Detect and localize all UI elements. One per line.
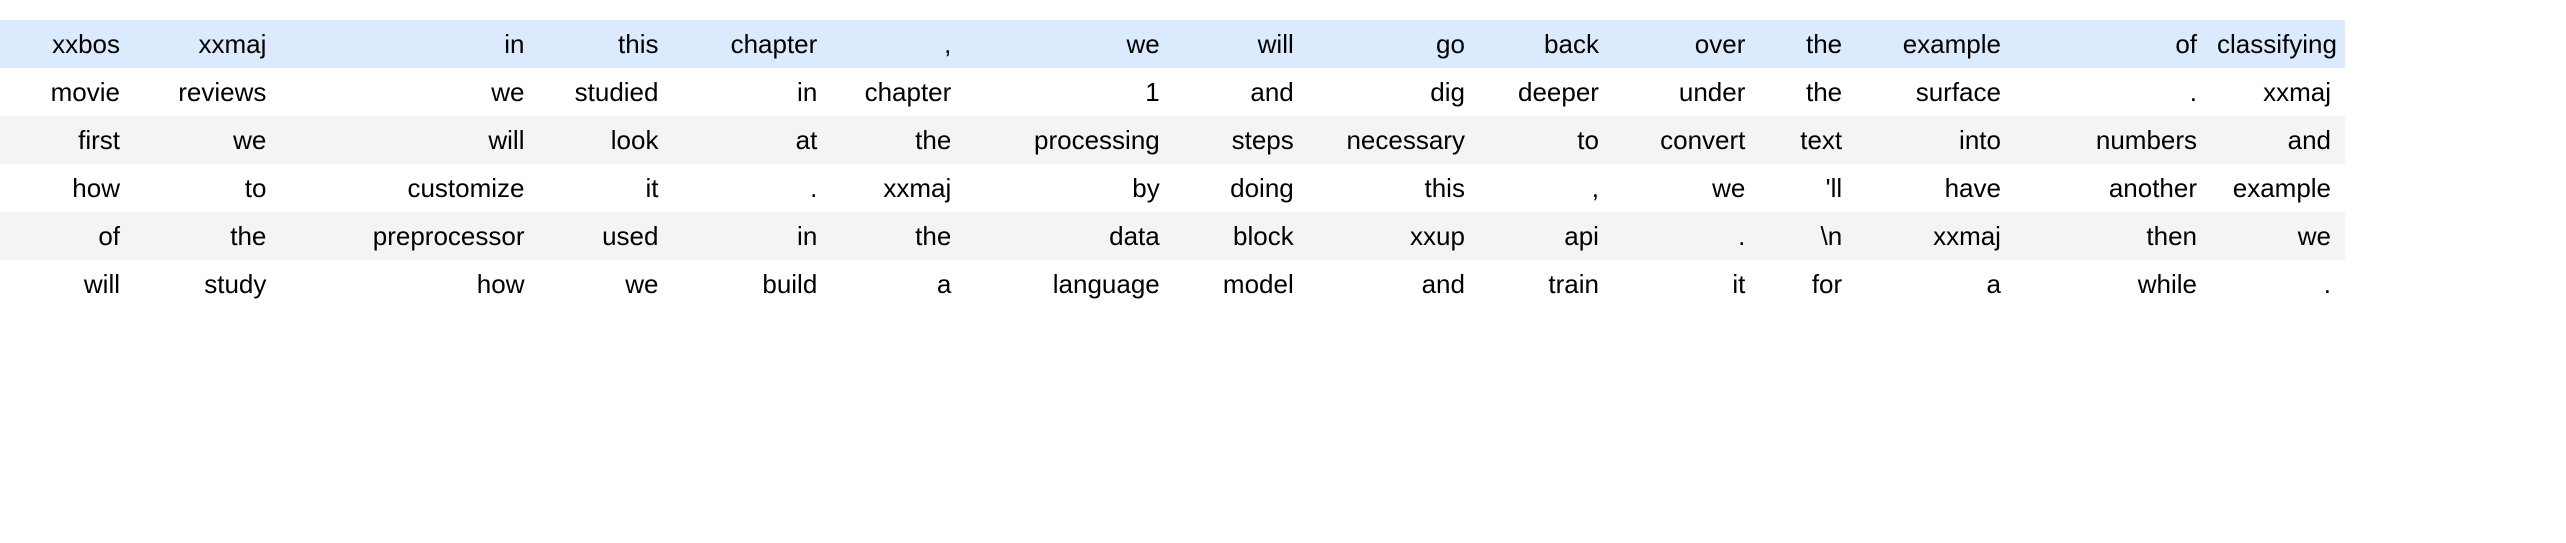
token-cell: the <box>1759 68 1857 116</box>
token-cell: convert <box>1612 116 1760 164</box>
token-cell: doing <box>1173 164 1308 212</box>
token-cell: we <box>538 260 673 308</box>
token-cell: we <box>965 20 1174 68</box>
token-cell: the <box>1759 20 1857 68</box>
token-cell: this <box>538 20 673 68</box>
token-cell: another <box>2014 164 2212 212</box>
token-cell: example <box>2211 164 2346 212</box>
table-column-15 <box>2345 20 2566 308</box>
token-cell: of <box>2014 20 2212 68</box>
token-cell: to <box>1478 116 1613 164</box>
token-cell: first <box>0 116 134 164</box>
token-cell: steps <box>1173 116 1308 164</box>
token-cell: in <box>280 20 539 68</box>
token-cell: . <box>2014 68 2212 116</box>
token-cell: xxmaj <box>2211 68 2346 116</box>
token-cell: have <box>1856 164 2015 212</box>
token-cell: we <box>1612 164 1760 212</box>
token-cell: , <box>831 20 966 68</box>
token-cell: \n <box>1759 212 1857 260</box>
token-cell: it <box>538 164 673 212</box>
token-cell: will <box>1173 20 1308 68</box>
token-cell: under <box>1612 68 1760 116</box>
token-cell: surface <box>1856 68 2015 116</box>
token-cell: dig <box>1307 68 1479 116</box>
token-cell: xxmaj <box>1856 212 2015 260</box>
token-cell: api <box>1478 212 1613 260</box>
token-cell: used <box>538 212 673 260</box>
token-cell: block <box>1173 212 1308 260</box>
token-cell: and <box>1307 260 1479 308</box>
token-cell: will <box>0 260 134 308</box>
token-cell: 1 <box>965 68 1174 116</box>
token-cell: and <box>2211 116 2346 164</box>
token-cell: classifying <box>2211 20 2346 68</box>
token-cell: look <box>538 116 673 164</box>
token-cell: of <box>0 212 134 260</box>
token-cell: in <box>672 68 832 116</box>
token-cell: it <box>1612 260 1760 308</box>
token-cell: xxbos <box>0 20 134 68</box>
token-cell: this <box>1307 164 1479 212</box>
token-cell: . <box>2211 260 2346 308</box>
token-cell: back <box>1478 20 1613 68</box>
token-cell: movie <box>0 68 134 116</box>
token-cell: we <box>280 68 539 116</box>
token-cell: customize <box>280 164 539 212</box>
token-cell: go <box>1307 20 1479 68</box>
token-cell: how <box>0 164 134 212</box>
token-cell: chapter <box>672 20 832 68</box>
token-cell: preprocessor <box>280 212 539 260</box>
token-cell: we <box>134 116 281 164</box>
token-cell: . <box>1612 212 1760 260</box>
token-cell: , <box>1478 164 1613 212</box>
token-cell: text <box>1759 116 1857 164</box>
token-cell: a <box>831 260 966 308</box>
token-cell: the <box>134 212 281 260</box>
token-cell: train <box>1478 260 1613 308</box>
token-cell: and <box>1173 68 1308 116</box>
token-cell: by <box>965 164 1174 212</box>
token-cell: xxup <box>1307 212 1479 260</box>
token-cell: necessary <box>1307 116 1479 164</box>
token-cell: reviews <box>134 68 281 116</box>
token-cell: at <box>672 116 832 164</box>
token-cell: in <box>672 212 832 260</box>
token-cell: how <box>280 260 539 308</box>
token-cell: example <box>1856 20 2015 68</box>
token-cell: 'll <box>1759 164 1857 212</box>
token-cell: then <box>2014 212 2212 260</box>
token-cell: . <box>672 164 832 212</box>
token-cell: for <box>1759 260 1857 308</box>
token-cell: the <box>831 212 966 260</box>
token-cell: into <box>1856 116 2015 164</box>
token-cell: will <box>280 116 539 164</box>
token-cell: the <box>831 116 966 164</box>
token-cell: deeper <box>1478 68 1613 116</box>
token-cell: we <box>2211 212 2346 260</box>
token-cell: build <box>672 260 832 308</box>
token-cell: processing <box>965 116 1174 164</box>
token-cell: language <box>965 260 1174 308</box>
token-cell: model <box>1173 260 1308 308</box>
token-cell: chapter <box>831 68 966 116</box>
token-cell: study <box>134 260 281 308</box>
token-cell: to <box>134 164 281 212</box>
token-cell: a <box>1856 260 2015 308</box>
token-cell: studied <box>538 68 673 116</box>
token-cell: numbers <box>2014 116 2212 164</box>
token-cell: xxmaj <box>831 164 966 212</box>
token-cell: xxmaj <box>134 20 281 68</box>
token-cell: while <box>2014 260 2212 308</box>
token-cell: over <box>1612 20 1760 68</box>
token-cell: data <box>965 212 1174 260</box>
